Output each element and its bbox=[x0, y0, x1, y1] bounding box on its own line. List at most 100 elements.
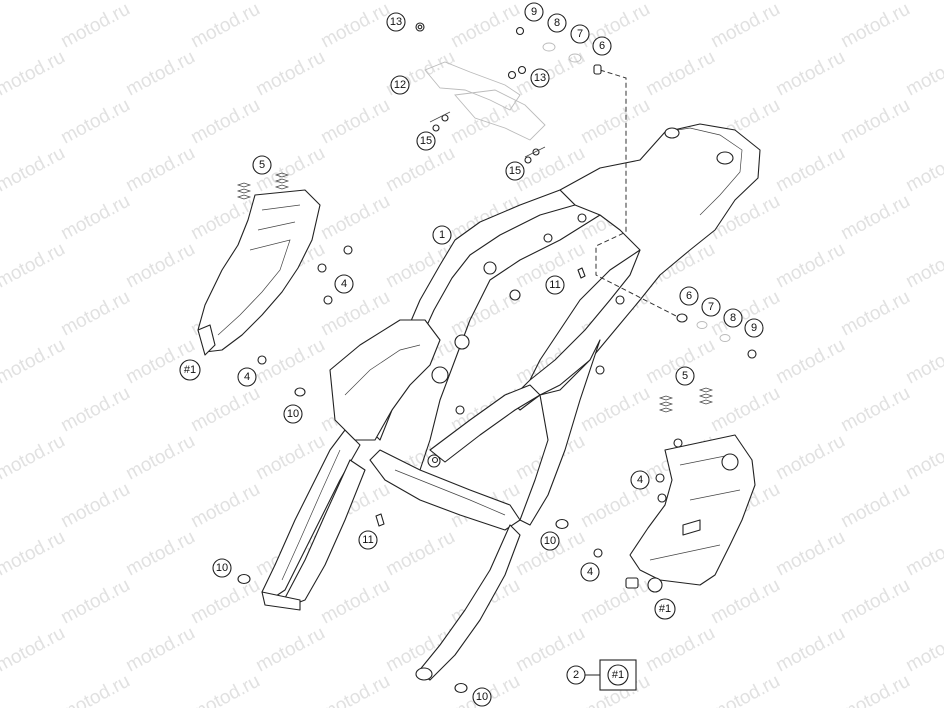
svg-text:8: 8 bbox=[554, 17, 560, 29]
watermark-text: motod.ru bbox=[57, 479, 133, 533]
watermark-text: motod.ru bbox=[0, 623, 69, 677]
watermark-text: motod.ru bbox=[187, 671, 263, 708]
watermark-text: motod.ru bbox=[122, 527, 198, 581]
watermark-text: motod.ru bbox=[382, 47, 458, 101]
callout-550-541: 10 bbox=[540, 531, 560, 551]
callout-590-572: 4 bbox=[580, 562, 600, 582]
watermark-text: motod.ru bbox=[772, 239, 848, 293]
boxed-callout: #1 bbox=[585, 659, 637, 691]
watermark-text: motod.ru bbox=[772, 527, 848, 581]
left-side-cover bbox=[197, 172, 353, 365]
watermark-text: motod.ru bbox=[577, 0, 653, 52]
callout-396-22: 13 bbox=[386, 12, 406, 32]
watermark-text: motod.ru bbox=[252, 47, 328, 101]
watermark-text: motod.ru bbox=[57, 191, 133, 245]
watermark-text: motod.ru bbox=[57, 575, 133, 629]
callout-344-284: 4 bbox=[334, 274, 354, 294]
watermark-text: motod.ru bbox=[0, 383, 4, 437]
callout-555-285: 11 bbox=[545, 275, 565, 295]
watermark-text: motod.ru bbox=[187, 479, 263, 533]
watermark-text: motod.ru bbox=[642, 0, 718, 4]
callout-665-609: #1 bbox=[654, 598, 676, 620]
callout-534-12: 9 bbox=[524, 2, 544, 22]
watermark-text: motod.ru bbox=[837, 95, 913, 149]
callout-442-235: 1 bbox=[432, 225, 452, 245]
watermark-text: motod.ru bbox=[122, 623, 198, 677]
callout-754-328: 9 bbox=[744, 318, 764, 338]
svg-text:13: 13 bbox=[534, 72, 546, 84]
callout-400-85: 12 bbox=[390, 75, 410, 95]
watermark-text: motod.ru bbox=[122, 47, 198, 101]
svg-text:6: 6 bbox=[599, 40, 605, 52]
watermark-text: motod.ru bbox=[902, 143, 944, 197]
washers bbox=[237, 267, 757, 694]
clip-group-left bbox=[236, 172, 290, 200]
watermark-text: motod.ru bbox=[837, 287, 913, 341]
callout-557-23: 8 bbox=[547, 13, 567, 33]
svg-text:4: 4 bbox=[341, 278, 347, 290]
callout-482-697: 10 bbox=[472, 687, 492, 707]
watermark-text: motod.ru bbox=[0, 335, 69, 389]
watermark-text: motod.ru bbox=[317, 191, 393, 245]
watermark-text: motod.ru bbox=[187, 575, 263, 629]
svg-text:6: 6 bbox=[686, 290, 692, 302]
watermark-text: motod.ru bbox=[317, 575, 393, 629]
watermark-text: motod.ru bbox=[772, 47, 848, 101]
svg-text:7: 7 bbox=[577, 28, 583, 40]
watermark-text: motod.ru bbox=[57, 0, 133, 52]
watermark-text: motod.ru bbox=[0, 479, 4, 533]
svg-text:10: 10 bbox=[287, 408, 299, 420]
watermark-text: motod.ru bbox=[837, 671, 913, 708]
svg-text:13: 13 bbox=[390, 16, 402, 28]
callout-368-540: 11 bbox=[358, 530, 378, 550]
right-side-cover bbox=[593, 387, 756, 593]
callout-685-376: 5 bbox=[675, 366, 695, 386]
callout-580-34: 7 bbox=[570, 24, 590, 44]
watermark-text: motod.ru bbox=[317, 95, 393, 149]
watermark-text: motod.ru bbox=[0, 431, 69, 485]
watermark-text: motod.ru bbox=[447, 0, 523, 52]
svg-text:#1: #1 bbox=[659, 603, 671, 615]
watermark-text: motod.ru bbox=[187, 0, 263, 52]
svg-text:15: 15 bbox=[509, 165, 521, 177]
callout-426-141: 15 bbox=[416, 131, 436, 151]
svg-text:#1: #1 bbox=[612, 669, 624, 681]
svg-text:7: 7 bbox=[708, 301, 714, 313]
callout-190-370: #1 bbox=[179, 359, 201, 381]
watermark-text: motod.ru bbox=[837, 191, 913, 245]
watermark-text: motod.ru bbox=[187, 383, 263, 437]
watermark-text: motod.ru bbox=[57, 671, 133, 708]
watermark-text: motod.ru bbox=[577, 95, 653, 149]
watermark-text: motod.ru bbox=[252, 0, 328, 4]
callout-711-307: 7 bbox=[701, 297, 721, 317]
svg-text:4: 4 bbox=[637, 474, 643, 486]
watermark-text: motod.ru bbox=[0, 191, 4, 245]
watermark-text: motod.ru bbox=[122, 143, 198, 197]
svg-text:9: 9 bbox=[531, 6, 537, 18]
watermark-text: motod.ru bbox=[902, 431, 944, 485]
svg-text:11: 11 bbox=[549, 279, 560, 291]
watermark-text: motod.ru bbox=[837, 575, 913, 629]
callout-540-78: 13 bbox=[530, 68, 550, 88]
watermark-text: motod.ru bbox=[707, 575, 783, 629]
svg-text:8: 8 bbox=[730, 312, 736, 324]
svg-text:15: 15 bbox=[420, 135, 432, 147]
watermark-text: motod.ru bbox=[382, 143, 458, 197]
watermark-text: motod.ru bbox=[0, 575, 4, 629]
svg-text:10: 10 bbox=[544, 535, 556, 547]
watermark-text: motod.ru bbox=[0, 0, 69, 4]
svg-text:4: 4 bbox=[587, 566, 593, 578]
callout-689-296: 6 bbox=[679, 286, 699, 306]
watermark-text: motod.ru bbox=[122, 239, 198, 293]
watermark-text: motod.ru bbox=[772, 431, 848, 485]
callout-640-480: 4 bbox=[630, 470, 650, 490]
callout-733-318: 8 bbox=[723, 308, 743, 328]
svg-text:1: 1 bbox=[439, 229, 445, 241]
callout-222-568: 10 bbox=[212, 558, 232, 578]
watermark-text: motod.ru bbox=[707, 0, 783, 52]
watermark-text: motod.ru bbox=[902, 239, 944, 293]
watermark-text: motod.ru bbox=[902, 47, 944, 101]
watermark-text: motod.ru bbox=[252, 623, 328, 677]
watermark-text: motod.ru bbox=[707, 383, 783, 437]
watermark-text: motod.ru bbox=[0, 287, 4, 341]
